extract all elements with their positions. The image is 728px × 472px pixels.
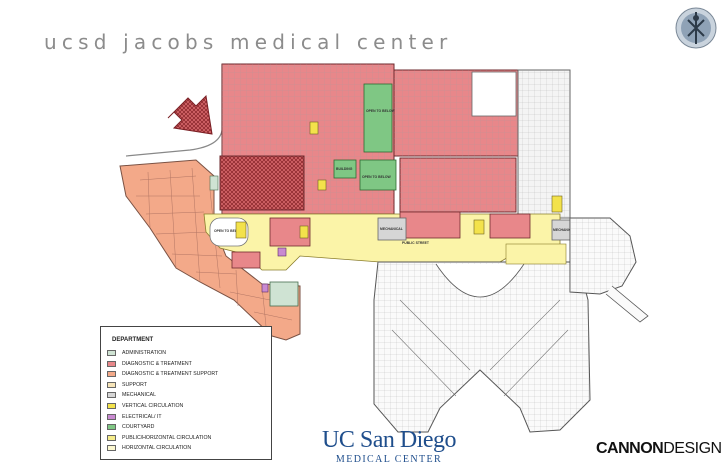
courtyard-mid: [359, 159, 397, 191]
legend-item: DIAGNOSTIC & TREATMENT: [107, 360, 192, 368]
legend-label: HORIZONTAL CIRCULATION: [122, 445, 192, 452]
cannon-bold: CANNON: [596, 440, 664, 457]
building-label: BUILDING: [336, 167, 353, 171]
legend-item: SUPPORT: [107, 381, 147, 389]
hatched-zone: [219, 155, 305, 211]
legend-swatch: [107, 413, 116, 420]
legend-swatch: [107, 360, 116, 367]
support-wing: [119, 159, 301, 341]
legend-swatch: [107, 371, 116, 378]
legend-label: DIAGNOSTIC & TREATMENT SUPPORT: [122, 371, 219, 378]
legend-swatch: [107, 392, 116, 399]
legend-label: ADMINISTRATION: [122, 350, 166, 356]
public-street-label: PUBLIC STREET: [402, 241, 430, 245]
legend-label: PUBLIC/HORIZONTAL CIRCULATION: [122, 434, 212, 441]
legend-swatch: [107, 403, 116, 409]
legend-item: COURTYARD: [107, 423, 154, 431]
legend-label: SUPPORT: [122, 381, 147, 388]
legend-swatch: [107, 350, 116, 356]
ucsd-logo-main: UC San Diego: [322, 427, 457, 453]
mechanical-label-1: MECHANICAL: [380, 227, 403, 231]
legend-label: MECHANICAL: [122, 392, 157, 399]
cannon-design-logo: CANNONDESIGN: [596, 440, 722, 458]
ucsd-logo-sub: MEDICAL CENTER: [335, 454, 443, 465]
legend-item: MECHANICAL: [107, 391, 156, 399]
open-label-4: OPEN TO BELOW: [214, 229, 244, 233]
legend-swatch: [107, 434, 116, 441]
legend-label: DIAGNOSTIC & TREATMENT: [122, 360, 192, 367]
ucsd-logo: UC San Diego MEDICAL CENTER: [322, 427, 457, 465]
legend-swatch: [107, 424, 116, 431]
legend-label: COURTYARD: [122, 424, 155, 431]
open-label-2: OPEN TO BELOW: [362, 175, 392, 179]
legend-label: ELECTRICAL/ IT: [122, 413, 162, 420]
legend-item: HORIZONTAL CIRCULATION: [107, 444, 191, 452]
legend-box: [100, 326, 272, 460]
legend-item: DIAGNOSTIC & TREATMENT SUPPORT: [107, 370, 218, 378]
cannon-thin: DESIGN: [663, 440, 722, 457]
legend-swatch: [107, 381, 116, 388]
legend-item: ADMINISTRATION: [107, 349, 166, 357]
legend-swatch: [107, 445, 116, 452]
legend-item: ELECTRICAL/ IT: [107, 413, 162, 421]
legend-label: VERTICAL CIRCULATION: [122, 403, 184, 409]
caduceus-logo: [675, 7, 717, 49]
entry-arrow: [167, 94, 213, 135]
mechanical-label-2: MECHANICAL: [553, 228, 576, 232]
page-title: ucsd jacobs medical center: [44, 30, 453, 54]
legend-title: DEPARTMENT: [112, 337, 154, 343]
mechanical-1: [377, 217, 407, 241]
courtyard-north: [363, 83, 393, 153]
legend-item: PUBLIC/HORIZONTAL CIRCULATION: [107, 434, 211, 442]
open-label-1: OPEN TO BELOW: [366, 109, 396, 113]
legend-item: VERTICAL CIRCULATION: [107, 402, 183, 410]
